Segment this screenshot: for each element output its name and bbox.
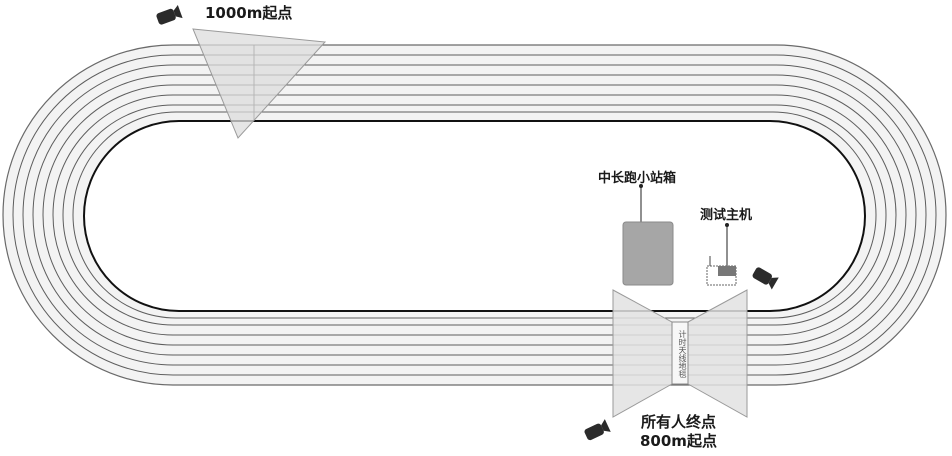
- camera-icon: [156, 4, 183, 25]
- start-1000m-gate: [192, 28, 327, 139]
- camera-icon: [584, 419, 611, 441]
- camera-icon: [752, 267, 779, 290]
- finish-label: 所有人终点 800m起点: [640, 413, 717, 451]
- test-host-label: 测试主机: [700, 208, 753, 223]
- station-box: [622, 221, 674, 286]
- timing-mat-label: 计时天线地毯: [678, 330, 687, 378]
- start-800m-label: 800m起点: [640, 432, 717, 450]
- station-box-label: 中长跑小站箱: [598, 171, 677, 186]
- timing-mat: [671, 321, 689, 385]
- lane-lines: [12, 54, 937, 376]
- start-1000m-label: 1000m起点: [205, 4, 293, 22]
- finish-line-label: 所有人终点: [640, 413, 716, 431]
